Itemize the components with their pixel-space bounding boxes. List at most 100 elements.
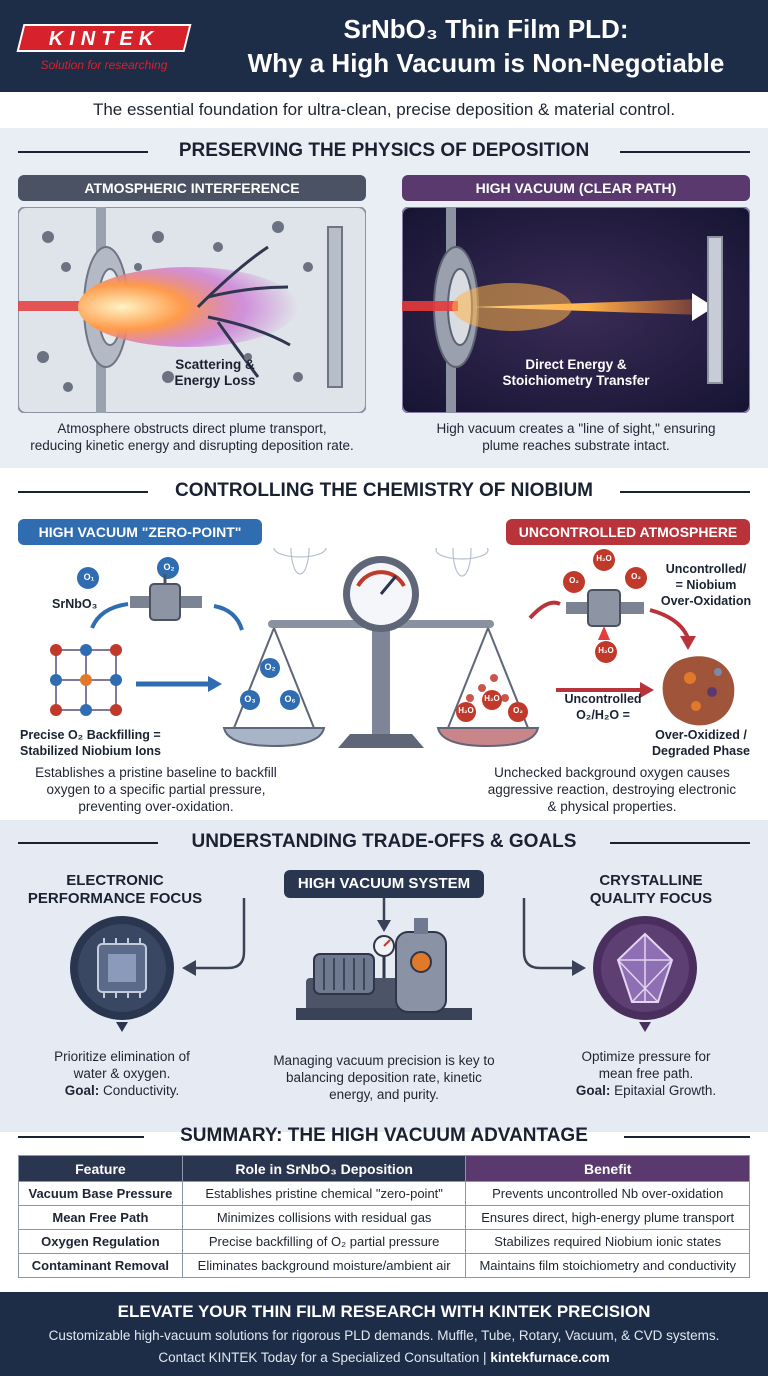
vacuum-system-text-line3: energy, and purity. (329, 1087, 439, 1102)
pan-o2-label: O₂ (264, 662, 276, 672)
uncontrolled-o2-label: Uncontrolled O₂/H₂O = (548, 691, 658, 723)
table-cell-feature: Contaminant Removal (18, 1253, 183, 1278)
table-header-row: Feature Role in SrNbO₃ Deposition Benefi… (18, 1155, 750, 1182)
high-vacuum-system-header: HIGH VACUUM SYSTEM (284, 870, 484, 898)
uncontrolled-caption-line1: Unchecked background oxygen causes (494, 765, 730, 780)
crystalline-focus-title: CRYSTALLINE QUALITY FOCUS (556, 872, 746, 908)
panel-header-atmospheric: ATMOSPHERIC INTERFERENCE (18, 175, 366, 201)
summary-table: Feature Role in SrNbO₃ Deposition Benefi… (18, 1155, 750, 1278)
table-row: Vacuum Base Pressure Establishes pristin… (18, 1181, 750, 1206)
pan-h2o-b-label: H₂O (484, 694, 500, 703)
zero-point-caption: Establishes a pristine baseline to backf… (6, 764, 306, 815)
column-header-benefit: Benefit (465, 1155, 750, 1182)
uncontrolled-o2-label-line2: O₂/H₂O = (576, 708, 630, 722)
tradeoffs-illustration (70, 898, 697, 1032)
page-title-line1: SrNbO₃ Thin Film PLD: (343, 14, 629, 44)
uncontrolled-caption-line3: & physical properties. (547, 799, 677, 814)
column-header-role: Role in SrNbO₃ Deposition (181, 1155, 467, 1182)
electronic-focus-text-line1: Prioritize elimination of (54, 1049, 190, 1064)
electronic-focus-title-line2: PERFORMANCE FOCUS (27, 890, 203, 907)
scattering-label-line2: Energy Loss (174, 373, 256, 388)
table-cell-benefit: Ensures direct, high-energy plume transp… (465, 1205, 750, 1230)
degraded-phase-label-line2: Degraded Phase (652, 744, 750, 758)
crystalline-focus-text-line1: Optimize pressure for (581, 1049, 711, 1064)
direct-energy-label: Direct Energy & Stoichiometry Transfer (478, 357, 674, 389)
section-title-chemistry: CONTROLLING THE CHEMISTRY OF NIOBIUM (175, 480, 593, 501)
direct-energy-label-line1: Direct Energy & (525, 357, 627, 372)
crystalline-goal-label: Goal: (575, 1083, 611, 1098)
divider (18, 151, 148, 153)
kintek-logo[interactable]: KINTEK (48, 28, 160, 50)
footer-contact: Contact KINTEK Today for a Specialized C… (0, 1350, 768, 1365)
crystalline-goal-value: Epitaxial Growth. (614, 1083, 717, 1098)
footer-description: Customizable high-vacuum solutions for r… (48, 1328, 720, 1343)
table-cell-feature: Oxygen Regulation (18, 1229, 183, 1254)
crystalline-focus-title-line1: CRYSTALLINE (599, 872, 703, 889)
section-title-physics: PRESERVING THE PHYSICS OF DEPOSITION (178, 140, 590, 161)
uncontrolled-o2-label-line1: Uncontrolled (564, 692, 642, 706)
vacuum-system-text-line2: balancing deposition rate, kinetic (286, 1070, 482, 1085)
over-oxidation-label-line2: = Niobium (675, 578, 737, 592)
divider (18, 491, 148, 493)
footer-headline: ELEVATE YOUR THIN FILM RESEARCH WITH KIN… (117, 1302, 651, 1321)
intro-text: The essential foundation for ultra-clean… (0, 92, 768, 128)
backfilling-label: Precise O₂ Backfilling = Stabilized Niob… (20, 727, 220, 759)
electronic-focus-text-line2: water & oxygen. (73, 1066, 171, 1081)
table-cell-role: Minimizes collisions with residual gas (181, 1205, 467, 1230)
electronic-goal-value: Conductivity. (103, 1083, 180, 1098)
crystalline-focus-title-line2: QUALITY FOCUS (589, 890, 713, 907)
pan-o2-red-label: O₂ (513, 706, 523, 715)
divider (610, 842, 750, 844)
divider (620, 151, 750, 153)
table-cell-role: Establishes pristine chemical "zero-poin… (181, 1181, 467, 1206)
srnbo3-label: SrNbO₃ (52, 597, 98, 611)
pan-o3-label: O₃ (244, 694, 256, 704)
high-vacuum-caption: High vacuum creates a "line of sight," e… (394, 420, 758, 454)
table-cell-role: Eliminates background moisture/ambient a… (181, 1253, 467, 1278)
electronic-focus-title-line1: ELECTRONIC (66, 872, 164, 889)
o2-molecule-label: O₂ (163, 562, 175, 572)
degraded-phase-label: Over-Oxidized / Degraded Phase (636, 727, 766, 759)
over-oxidation-label-line1: Uncontrolled/ (665, 562, 747, 576)
electronic-focus-text: Prioritize elimination of water & oxygen… (24, 1048, 220, 1099)
atmospheric-interference-illustration (18, 207, 366, 413)
uncontrolled-caption-line2: aggressive reaction, destroying electron… (487, 782, 737, 797)
h2o-top-label: H₂O (596, 554, 612, 563)
o2-b-label: O₂ (631, 572, 641, 581)
footer-website-link[interactable]: kintekfurnace.com (490, 1350, 610, 1365)
divider (624, 1136, 750, 1138)
backfilling-label-line1: Precise O₂ Backfilling = (20, 728, 161, 742)
atmospheric-caption-line1: Atmosphere obstructs direct plume transp… (57, 421, 327, 436)
backfilling-label-line2: Stabilized Niobium Ions (20, 744, 161, 758)
electronic-focus-title: ELECTRONIC PERFORMANCE FOCUS (20, 872, 210, 908)
o1-molecule-label: O₁ (83, 572, 95, 582)
table-cell-benefit: Prevents uncontrolled Nb over-oxidation (465, 1181, 750, 1206)
crystalline-goal: Goal: Epitaxial Growth. (548, 1082, 744, 1099)
electronic-goal-label: Goal: (64, 1083, 100, 1098)
logo-tagline: Solution for researching (40, 58, 168, 72)
degraded-phase-label-line1: Over-Oxidized / (655, 728, 747, 742)
high-vacuum-illustration (402, 207, 750, 413)
footer-contact-text: Contact KINTEK Today for a Specialized C… (158, 1350, 487, 1365)
divider (18, 842, 158, 844)
section-title-summary: SUMMARY: THE HIGH VACUUM ADVANTAGE (180, 1125, 588, 1146)
electronic-goal: Goal: Conductivity. (24, 1082, 220, 1099)
zero-point-caption-line1: Establishes a pristine baseline to backf… (35, 765, 277, 780)
panel-header-zero-point: HIGH VACUUM "ZERO-POINT" (18, 519, 262, 545)
table-row: Oxygen Regulation Precise backfilling of… (18, 1229, 750, 1254)
scattering-label: Scattering & Energy Loss (150, 357, 280, 389)
footer-bar (0, 1292, 768, 1376)
h2o-mid-label: H₂O (598, 646, 614, 655)
chemistry-scale-illustration (50, 548, 735, 748)
vacuum-system-text: Managing vacuum precision is key to bala… (254, 1052, 514, 1103)
table-cell-benefit: Maintains film stoichiometry and conduct… (465, 1253, 750, 1278)
table-cell-benefit: Stabilizes required Niobium ionic states (465, 1229, 750, 1254)
uncontrolled-caption: Unchecked background oxygen causes aggre… (462, 764, 762, 815)
pan-o6-label: O₆ (284, 694, 296, 704)
over-oxidation-label: Uncontrolled/ = Niobium Over-Oxidation (650, 561, 762, 609)
crystalline-focus-text: Optimize pressure for mean free path. Go… (548, 1048, 744, 1099)
zero-point-caption-line3: preventing over-oxidation. (78, 799, 234, 814)
pan-h2o-a-label: H₂O (458, 706, 474, 715)
divider (18, 1136, 144, 1138)
column-header-feature: Feature (18, 1155, 183, 1182)
